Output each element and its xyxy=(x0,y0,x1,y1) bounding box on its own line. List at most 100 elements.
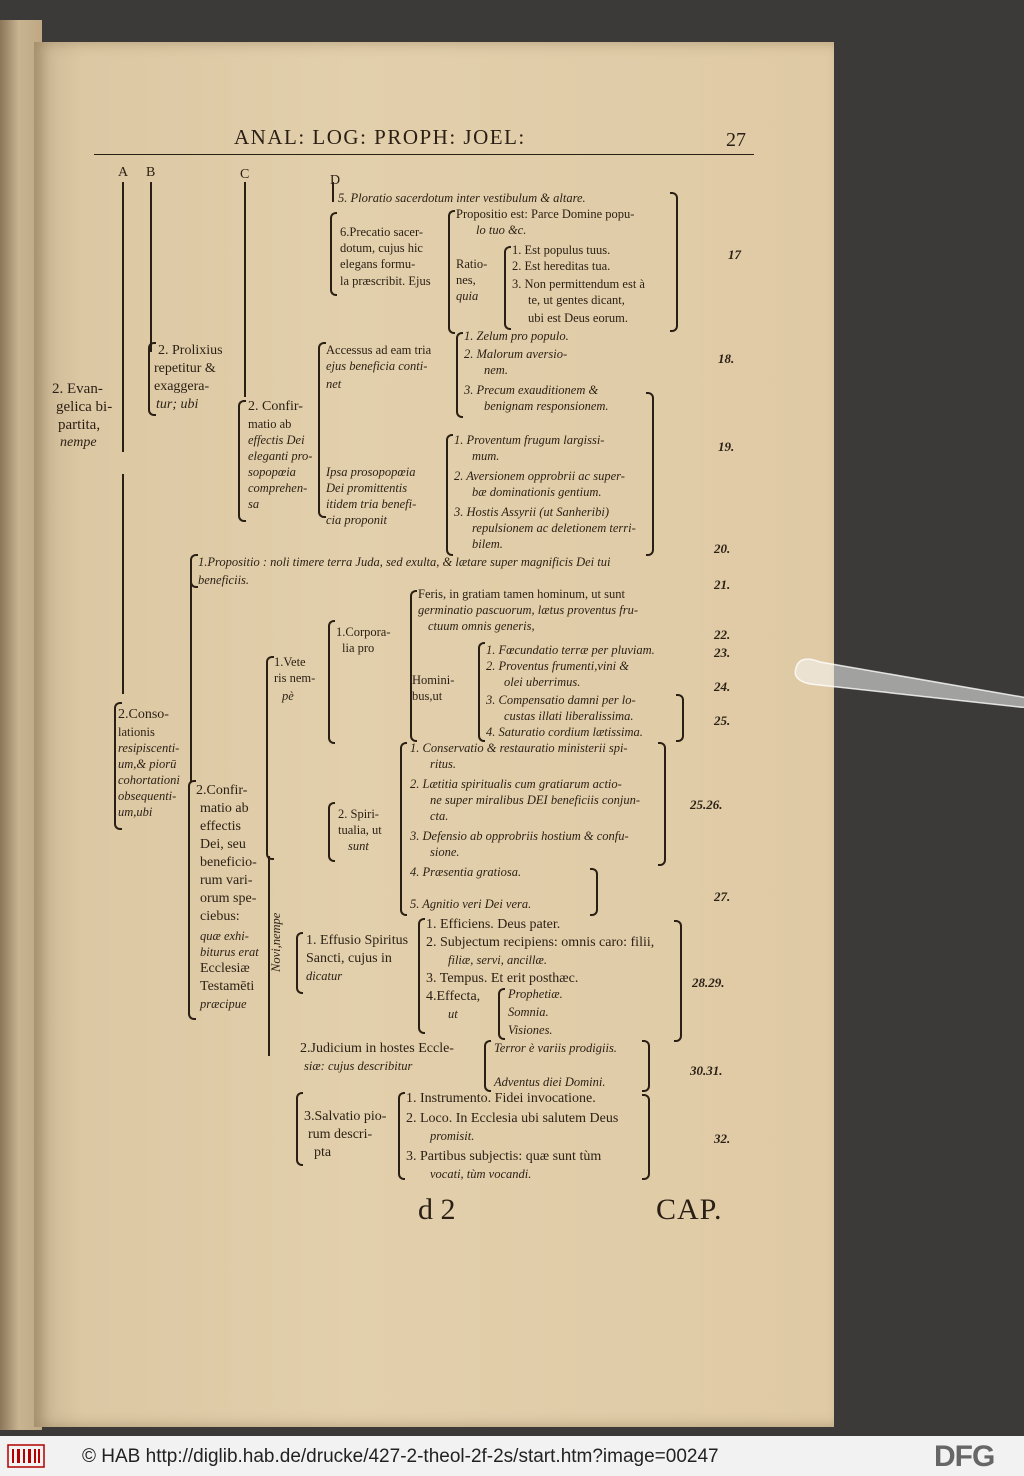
hominibus-line-1: Homini- xyxy=(412,673,455,687)
prolixius-line-2: repetitur & xyxy=(154,361,216,376)
ipsa-item-3: 2. Aversionem opprobrii ac super- xyxy=(454,469,625,483)
prolixius-line-1: 2. Prolixius xyxy=(158,343,223,358)
effusio-right-bracket xyxy=(674,920,682,1042)
confirmatio1-line-1: 2. Confir- xyxy=(248,399,303,414)
precatio-line-1: 6.Precatio sacer- xyxy=(340,225,424,239)
effecta-item-2: Somnia. xyxy=(508,1005,549,1019)
hominibus-item-3: olei uberrimus. xyxy=(504,675,581,689)
header-rule xyxy=(94,154,754,155)
consolationis-line-1: 2.Conso- xyxy=(118,707,169,722)
consolationis-bracket xyxy=(114,702,122,830)
confirmatio2-upper-rule xyxy=(190,582,192,782)
propositio-est-1: Propositio est: Parce Domine popu- xyxy=(456,207,635,221)
running-title: ANAL: LOG: PROPH: JOEL: xyxy=(234,125,526,149)
salvatio-item-3: promisit. xyxy=(430,1129,475,1143)
ipsa-item-7: bilem. xyxy=(472,537,503,551)
column-a-rule-lower xyxy=(122,474,124,694)
ipsa-item-6: repulsionem ac deletionem terri- xyxy=(472,521,636,535)
column-d-rule xyxy=(332,182,334,202)
accessus-item-1: 1. Zelum pro populo. xyxy=(464,329,569,343)
spiritualia-items-bracket xyxy=(400,742,407,916)
hominibus-item-5: custas illati liberalissima. xyxy=(504,709,634,723)
confirmatio1-line-6: comprehen- xyxy=(248,481,308,495)
confirmatio2-bracket xyxy=(188,780,196,1020)
propositio-bracket xyxy=(448,210,455,334)
effusio-items-bracket xyxy=(418,918,425,1034)
hominibus-item-4: 3. Compensatio damni per lo- xyxy=(486,693,636,707)
effecta-bracket xyxy=(498,988,505,1040)
effusio-item-2: 2. Subjectum recipiens: omnis caro: fili… xyxy=(426,935,655,950)
novi-label: Novi,nempe xyxy=(269,912,283,972)
spiritualia-item-1: 1. Conservatio & restauratio ministerii … xyxy=(410,741,628,755)
column-letter-d: D xyxy=(330,173,341,188)
evangelica-label-2: gelica bi- xyxy=(56,399,113,415)
verse-number: 24. xyxy=(714,679,731,694)
ipsa-item-2: mum. xyxy=(472,449,500,463)
propositio-bracket xyxy=(190,554,198,588)
spiritualia-item-8: 4. Præsentia gratiosa. xyxy=(410,865,522,879)
verse-number: 22. xyxy=(714,627,731,642)
catchword: CAP. xyxy=(656,1193,723,1226)
judicium-line-2: siæ: cujus describitur xyxy=(304,1059,413,1073)
precatio-line-4: la præscribit. Ejus xyxy=(340,274,431,288)
confirmatio2-line-7: orum spe- xyxy=(200,891,257,906)
ratio-item-5: ubi est Deus eorum. xyxy=(528,311,628,325)
salvatio-items-bracket xyxy=(398,1092,405,1180)
confirmatio2-line-5: beneficio- xyxy=(200,855,257,870)
confirmatio2-line-3: effectis xyxy=(200,819,241,834)
signature-mark: d 2 xyxy=(418,1193,456,1226)
ratio-item-1: 1. Est populus tuus. xyxy=(512,243,611,257)
page-number: 27 xyxy=(726,129,746,151)
verse-number: 27. xyxy=(714,889,731,904)
verse-number: 19. xyxy=(718,439,735,454)
effusio-item-3: filiæ, servi, ancillæ. xyxy=(448,953,547,967)
salvatio-item-5: vocati, tùm vocandi. xyxy=(430,1167,532,1181)
verse-number: 17 xyxy=(728,247,741,262)
ipsa-line-2: Dei promittentis xyxy=(326,481,408,495)
copyright-link[interactable]: © HAB http://diglib.hab.de/drucke/427-2-… xyxy=(82,1446,719,1467)
spiritualia-item-9: 5. Agnitio veri Dei vera. xyxy=(410,897,532,911)
effusio-item-1: 1. Efficiens. Deus pater. xyxy=(426,917,561,932)
novi-rule xyxy=(268,856,270,1056)
confirmatio1-line-7: sa xyxy=(248,497,260,511)
confirmatio2-line-9: quæ exhi- xyxy=(200,929,249,943)
accessus-item-5: benignam responsionem. xyxy=(484,399,609,413)
ipsa-items-bracket xyxy=(446,434,453,556)
precatio-line-2: dotum, cujus hic xyxy=(340,241,423,255)
propositio-line-1: 1.Propositio : noli timere terra Juda, s… xyxy=(198,555,611,569)
rationes-bracket xyxy=(504,246,511,330)
barcode-logo-icon xyxy=(7,1444,45,1468)
salvatio-right-bracket xyxy=(642,1094,650,1180)
consolationis-line-6: obsequenti- xyxy=(118,789,177,803)
effusio-bracket xyxy=(296,932,303,994)
spiritualia-line-2: tualia, ut xyxy=(338,823,382,837)
confirmatio2-line-13: præcipue xyxy=(200,997,247,1011)
confirmatio2-line-10: biturus erat xyxy=(200,945,259,959)
column-letter-b: B xyxy=(146,165,156,180)
veteris-bracket xyxy=(266,656,274,860)
spiritualia-item-7: sione. xyxy=(430,845,460,859)
propositio-est-2: lo tuo &c. xyxy=(476,223,527,237)
precatio-bracket xyxy=(330,212,337,296)
evangelica-label-4: nempe xyxy=(60,435,97,450)
glass-weight-image xyxy=(794,658,1024,708)
effusio-line-3: dicatur xyxy=(306,969,343,983)
column-b-rule xyxy=(150,182,152,352)
salvatio-line-1: 3.Salvatio pio- xyxy=(304,1109,387,1124)
effusio-line-2: Sancti, cujus in xyxy=(306,951,392,966)
feris-line-1: Feris, in gratiam tamen hominum, ut sunt xyxy=(418,587,625,601)
spiritualia-item-6: 3. Defensio ab opprobriis hostium & conf… xyxy=(410,829,629,843)
verse-number: 28.29. xyxy=(692,975,725,990)
judicium-item-2: Adventus diei Domini. xyxy=(494,1075,606,1089)
hominibus-right-bracket xyxy=(676,694,684,742)
precatio-line-3: elegans formu- xyxy=(340,257,416,271)
confirmatio2-line-1: 2.Confir- xyxy=(196,783,248,798)
consolationis-line-2: lationis xyxy=(118,725,155,739)
accessus-item-3: nem. xyxy=(484,363,508,377)
ipsa-item-5: 3. Hostis Assyrii (ut Sanheribi) xyxy=(454,505,609,519)
salvatio-item-4: 3. Partibus subjectis: quæ sunt tùm xyxy=(406,1149,602,1164)
confirmatio2-line-12: Testamēti xyxy=(200,979,255,994)
confirmatio1-line-2: matio ab xyxy=(248,417,292,431)
ratio-item-2: 2. Est hereditas tua. xyxy=(512,259,611,273)
spiritualia-right-bracket xyxy=(658,742,666,866)
